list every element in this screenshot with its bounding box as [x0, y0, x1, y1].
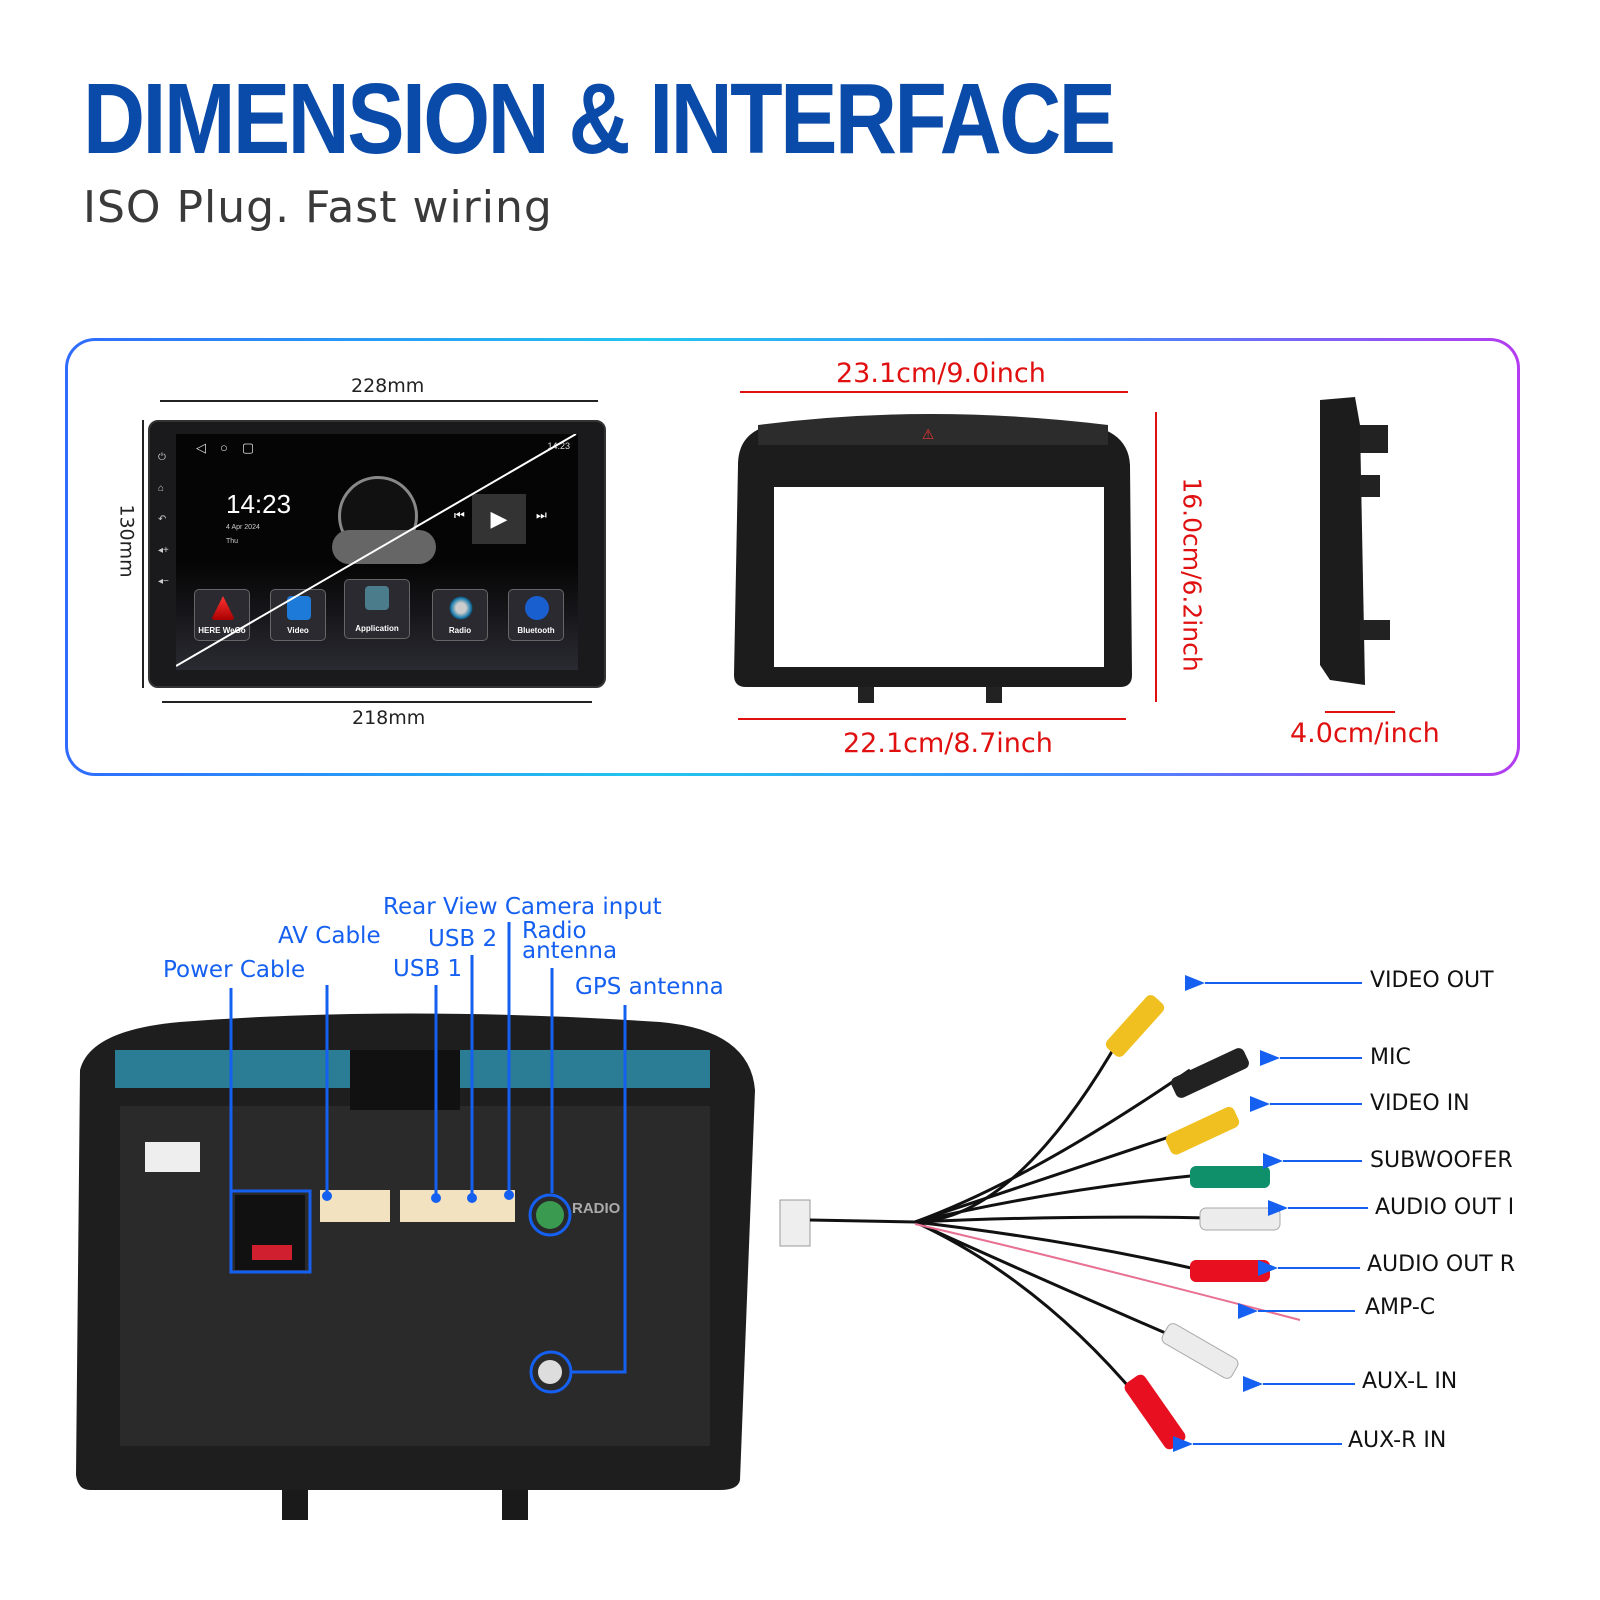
dimension-line — [1325, 711, 1395, 713]
cable-label-video-out: VIDEO OUT — [1370, 968, 1494, 993]
frame-side-profile — [1320, 397, 1390, 685]
overlay-pill — [332, 530, 436, 564]
svg-text:⚠: ⚠ — [922, 426, 935, 442]
label-line: Radio — [522, 918, 587, 944]
cable-label-mic: MIC — [1370, 1045, 1411, 1070]
cable-label-aux-r-in: AUX-R IN — [1348, 1428, 1447, 1453]
frame-top-width: 23.1cm/9.0inch — [836, 358, 1046, 389]
clock-time: 14:23 — [226, 489, 292, 519]
clock-date: 4 Apr 2024 — [226, 524, 260, 531]
dimension-line — [1155, 412, 1157, 702]
cable-label-audio-out-l: AUDIO OUT L — [1375, 1195, 1512, 1220]
cable-label-aux-l-in: AUX-L IN — [1362, 1369, 1458, 1394]
page-title: DIMENSION & INTERFACE — [83, 63, 1116, 175]
label-rear-camera: Rear View Camera input — [383, 894, 662, 920]
status-time: 14:23 — [547, 441, 570, 451]
label-gps-antenna: GPS antenna — [575, 974, 724, 1000]
dimension-line — [162, 701, 592, 703]
cable-label-audio-out-r: AUDIO OUT R — [1367, 1252, 1516, 1277]
dimension-line — [160, 400, 598, 402]
mounting-frame: ⚠ — [734, 414, 1132, 703]
frame-height: 16.0cm/6.2inch — [1177, 477, 1207, 672]
app-label: Radio — [448, 626, 472, 635]
dimension-line — [740, 391, 1128, 393]
cable-label-video-in: VIDEO IN — [1370, 1091, 1470, 1116]
rca-cable-harness — [779, 995, 1301, 1450]
side-buttons: ⏻⌂↶◂+◂− — [158, 452, 169, 587]
app-video[interactable]: Video — [270, 589, 326, 641]
radio-port-label: RADIO — [572, 1200, 621, 1217]
dimension-line — [142, 420, 144, 688]
label-av-cable: AV Cable — [278, 923, 381, 949]
app-bluetooth[interactable]: Bluetooth — [508, 589, 564, 641]
unit-bottom-width: 218mm — [352, 707, 426, 729]
nav-bar-icons: ◁○▢ — [196, 440, 269, 455]
app-label: Video — [287, 626, 309, 635]
label-power-cable: Power Cable — [163, 957, 306, 983]
unit-top-width: 228mm — [351, 375, 425, 397]
head-unit-screen: ⏻⌂↶◂+◂− ◁○▢ 14:23 14:23 4 Apr 2024 Thu ▶… — [148, 420, 606, 688]
display: ◁○▢ 14:23 14:23 4 Apr 2024 Thu ▶ ⏮ ⏭ HER… — [176, 434, 578, 670]
label-usb1: USB 1 — [393, 956, 463, 982]
next-icon[interactable]: ⏭ — [536, 508, 547, 522]
app-application[interactable]: Application — [344, 579, 410, 639]
diagonal-line — [176, 434, 577, 667]
frame-bottom-width: 22.1cm/8.7inch — [843, 728, 1053, 759]
app-here-wego[interactable]: HERE WeGo — [194, 589, 250, 641]
previous-icon[interactable]: ⏮ — [454, 508, 465, 522]
app-label: Application — [355, 624, 399, 633]
app-radio[interactable]: Radio — [432, 589, 488, 641]
page-subtitle: ISO Plug. Fast wiring — [83, 182, 553, 233]
unit-height: 130mm — [115, 504, 138, 578]
clock-day: Thu — [226, 538, 239, 545]
play-button[interactable]: ▶ — [472, 494, 526, 544]
cable-label-amp-c: AMP-C — [1365, 1295, 1436, 1320]
label-line: antenna — [522, 938, 618, 964]
app-label: Bluetooth — [517, 626, 555, 635]
unit-back-panel — [76, 1013, 755, 1520]
cable-label-subwoofer: SUBWOOFER — [1370, 1148, 1512, 1173]
app-label: HERE WeGo — [198, 626, 246, 635]
dimension-line — [738, 718, 1126, 720]
label-usb2: USB 2 — [428, 926, 498, 952]
frame-depth: 4.0cm/inch — [1290, 718, 1440, 749]
